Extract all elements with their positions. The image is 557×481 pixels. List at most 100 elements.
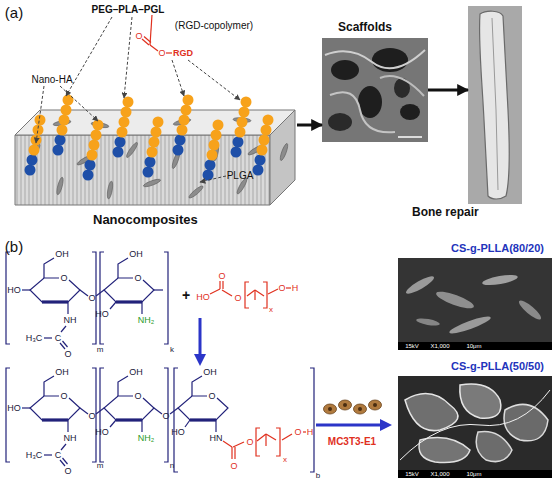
chem-label: x bbox=[269, 306, 273, 314]
plla-bond bbox=[265, 434, 266, 446]
scaffold-sem-image bbox=[398, 136, 422, 138]
chem-label: Nano-HA bbox=[31, 75, 72, 85]
cell-symbol bbox=[369, 400, 382, 410]
chem-label: O bbox=[218, 272, 225, 281]
leader-arrow bbox=[172, 60, 184, 96]
scaffold-sem-image bbox=[330, 92, 395, 132]
leader-arrow bbox=[188, 60, 240, 100]
rgd-ester-bond bbox=[166, 52, 172, 53]
chemical-bond bbox=[63, 341, 68, 347]
node-heading: CS-g-PLLA(50/50) bbox=[451, 361, 544, 372]
flow-arrow bbox=[428, 89, 468, 92]
rgd-copolymer-chain bbox=[253, 115, 274, 176]
reaction-arrow bbox=[199, 318, 202, 356]
chem-label: HO bbox=[171, 428, 185, 437]
sem-image-box: Scaffolds bbox=[322, 38, 428, 142]
repeat-bracket bbox=[6, 252, 314, 472]
plla-bond bbox=[256, 428, 260, 456]
plla-bond bbox=[255, 290, 264, 296]
chem-label: O bbox=[134, 274, 141, 283]
node-heading: Nanocomposites bbox=[93, 213, 198, 226]
cell-symbol bbox=[328, 407, 332, 411]
chem-label: OH bbox=[203, 368, 217, 377]
chem-label: O bbox=[162, 412, 169, 421]
scale-bar-text: 10μm bbox=[466, 343, 481, 349]
bone-implant-image bbox=[468, 6, 522, 204]
plla-bond bbox=[219, 281, 220, 289]
plla-bond bbox=[234, 447, 235, 459]
rgd-copolymer-chain bbox=[203, 120, 224, 181]
chemical-bond bbox=[63, 458, 68, 464]
chem-label: O bbox=[234, 294, 241, 303]
chitosan-ring bbox=[104, 376, 154, 432]
cell-sem-image bbox=[398, 258, 552, 350]
chem-label: H₃C bbox=[26, 451, 43, 460]
plla-bond bbox=[268, 289, 278, 294]
chem-label: HO bbox=[7, 286, 21, 295]
chem-label: PLGA bbox=[227, 171, 254, 181]
chem-label: O bbox=[135, 32, 142, 41]
nano-ha-needle bbox=[188, 185, 205, 200]
chem-label: OH bbox=[55, 250, 69, 259]
chemical-bond bbox=[22, 289, 30, 290]
plla-bond bbox=[247, 290, 255, 296]
reaction-arrow bbox=[194, 354, 206, 366]
sem-image-box: CS-g-PLLA(80/20) bbox=[398, 258, 552, 350]
node-heading: Bone repair bbox=[412, 206, 479, 218]
chemical-bond bbox=[22, 290, 190, 466]
cell-symbol bbox=[354, 404, 367, 414]
repeat-bracket bbox=[100, 252, 104, 344]
leader-arrow bbox=[36, 17, 240, 182]
cell-symbol bbox=[324, 404, 337, 414]
cell-sem-image bbox=[448, 314, 492, 337]
scaffold-sem-image bbox=[328, 113, 352, 131]
rgd-copolymer-chain bbox=[25, 95, 274, 181]
nano-ha-needle bbox=[125, 141, 139, 158]
nano-ha-needle bbox=[106, 181, 113, 199]
nanocomposite-slab bbox=[15, 135, 270, 205]
plla-bond bbox=[303, 431, 306, 432]
scaffold-sem-image bbox=[331, 60, 359, 80]
cell-sem-image bbox=[504, 404, 548, 440]
chem-label: HO bbox=[95, 428, 109, 437]
cell-sem-image bbox=[517, 298, 544, 322]
plla-bond bbox=[210, 281, 306, 459]
chem-label: RGD bbox=[173, 49, 193, 58]
leader-arrow bbox=[124, 17, 132, 98]
chem-label: O bbox=[60, 392, 67, 401]
flow-arrow bbox=[297, 124, 322, 127]
chemical-bond bbox=[61, 326, 66, 332]
panel-label: (a) bbox=[5, 5, 23, 20]
rgd-copolymer-chain bbox=[231, 97, 252, 158]
chem-label: m bbox=[97, 462, 104, 470]
bone-implant-image bbox=[468, 6, 522, 204]
cell-sem-image bbox=[398, 376, 552, 478]
cell-symbol bbox=[324, 400, 382, 414]
cell-sem-image bbox=[398, 342, 552, 350]
rgd-copolymer-chain bbox=[25, 115, 46, 176]
chemical-bond bbox=[61, 444, 66, 450]
chem-label: O bbox=[64, 350, 71, 359]
chem-label: O bbox=[278, 284, 285, 293]
chem-label: b bbox=[316, 472, 320, 480]
chemical-bond bbox=[22, 407, 30, 408]
panel-label: (b) bbox=[5, 239, 23, 254]
chem-label: O bbox=[88, 294, 95, 303]
scale-bar-text: 15kV bbox=[405, 343, 419, 349]
chemical-bond bbox=[80, 408, 88, 414]
rgd-ester-bond bbox=[150, 45, 158, 51]
cell-sem-image bbox=[398, 258, 552, 350]
plla-bond bbox=[233, 442, 244, 447]
chemical-bond bbox=[44, 337, 52, 338]
chitosan-ring bbox=[30, 258, 228, 432]
scale-bar-text: X1,000 bbox=[430, 343, 449, 349]
cell-symbol bbox=[358, 407, 362, 411]
plla-bond bbox=[223, 441, 232, 447]
plla-bond bbox=[266, 434, 276, 440]
cell-sem-image bbox=[400, 390, 550, 460]
chem-label: NH₂ bbox=[138, 434, 155, 443]
bone-implant-image bbox=[492, 18, 498, 190]
